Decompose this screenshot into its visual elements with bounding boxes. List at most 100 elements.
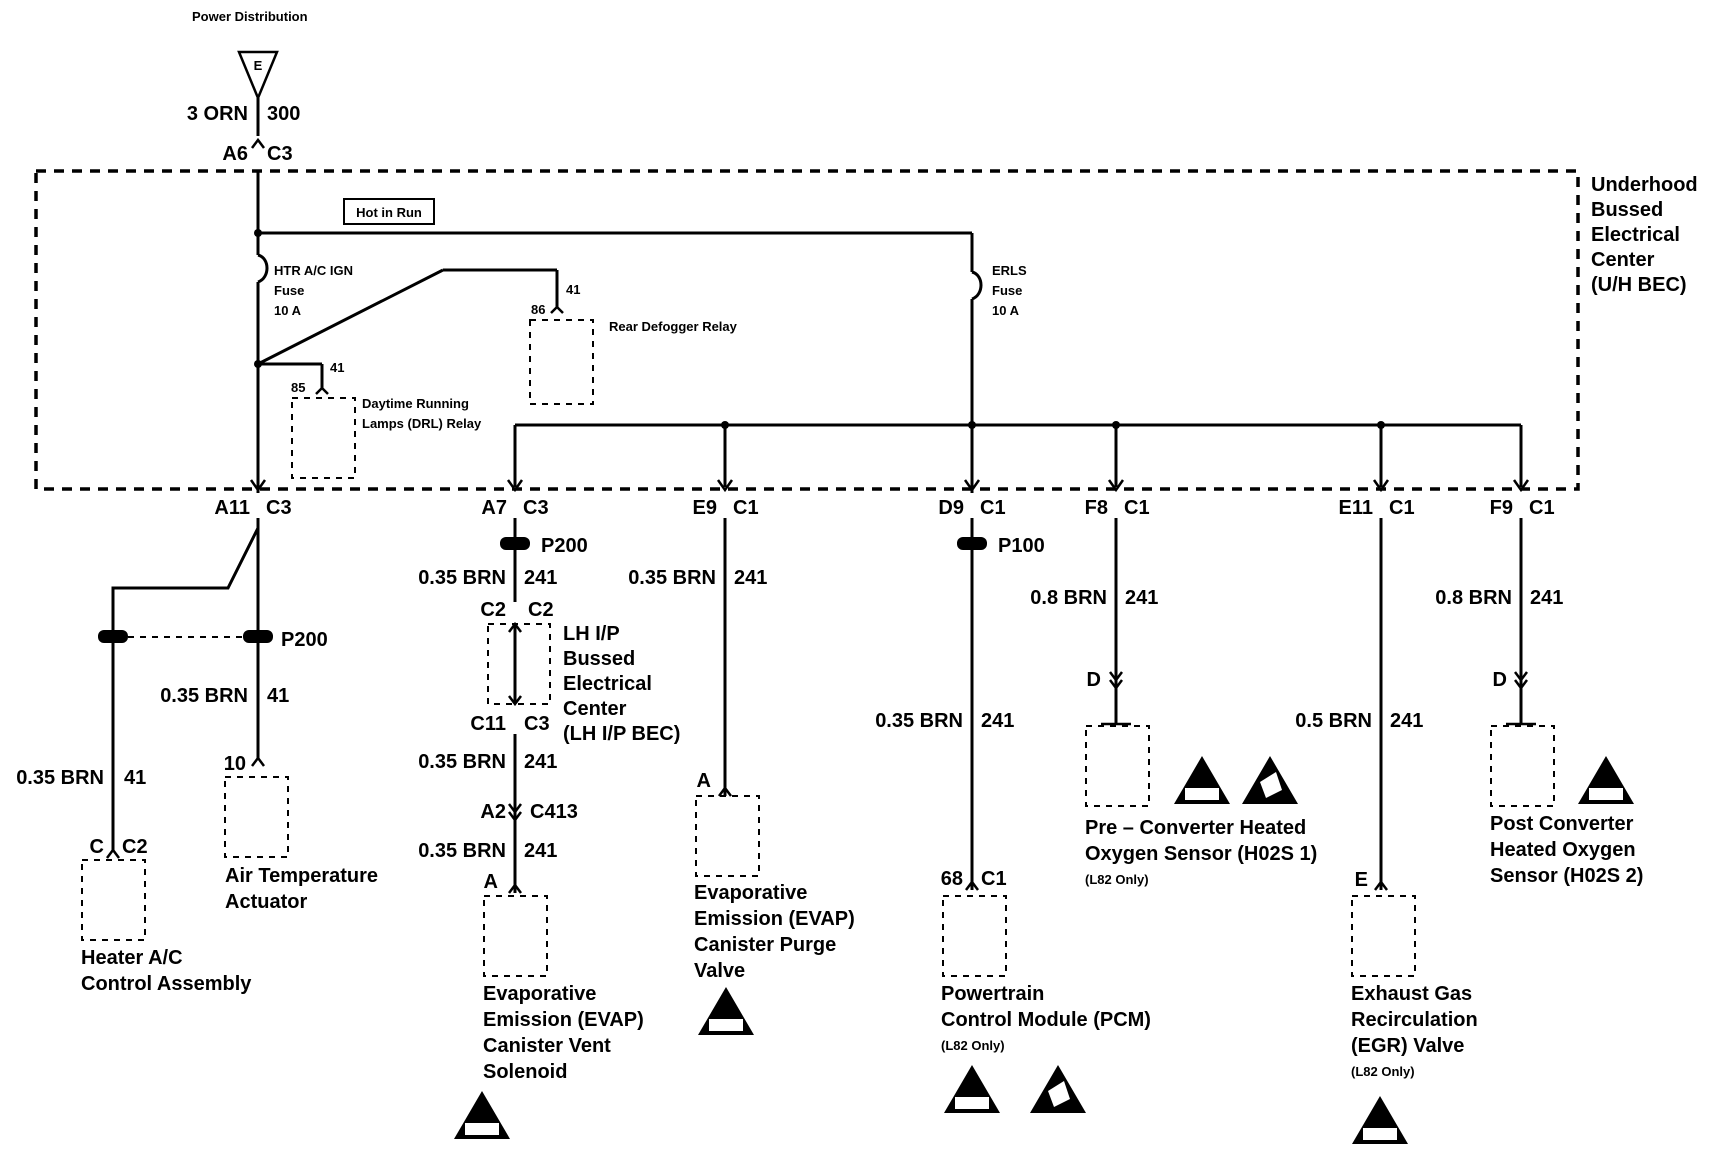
erls-fuse-symbol (971, 270, 983, 301)
c413-conn: C413 (530, 801, 578, 823)
ho2s1-wire: 0.8 BRN (1030, 587, 1107, 609)
out-conn-f8: C1 (1124, 497, 1150, 519)
heater-ac-control-box (81, 859, 146, 941)
power-circuit: 300 (267, 103, 300, 125)
lhbec-out-conn: C3 (524, 713, 550, 735)
pcm-box (942, 895, 1007, 977)
erls-fuse-label: ERLS Fuse 10 A (992, 263, 1030, 318)
ho2s2-branch: 0.8 BRN 241 D Post Converter Heated Oxyg… (1435, 518, 1643, 887)
pcm-pin: 68 (941, 868, 963, 890)
heater-ac-control-label: Heater A/C Control Assembly (81, 947, 252, 995)
ho2s2-pin: D (1493, 669, 1507, 691)
out-conn-a11: C3 (266, 497, 292, 519)
output-connectors: A11 C3 A7 C3 E9 C1 D9 C1 F8 C1 E11 C1 F9… (214, 497, 1554, 519)
evap-wire3: 0.35 BRN (418, 840, 506, 862)
out-conn-e9: C1 (733, 497, 759, 519)
drl-relay-box (291, 397, 356, 479)
lhbec-top-right: C2 (528, 599, 554, 621)
ho2s1-box (1085, 725, 1150, 807)
heater-branch: P200 0.35 BRN 41 0.35 BRN 41 10 Air Temp… (16, 518, 384, 995)
out-pin-a7: A7 (481, 497, 507, 519)
air-temp-actuator-box (224, 776, 289, 858)
air-temp-actuator-label: Air Temperature Actuator (225, 865, 384, 913)
evap-circuit3: 241 (524, 840, 557, 862)
ho2s1-label: Pre – Converter Heated Oxygen Sensor (H0… (1085, 817, 1317, 865)
rear-defogger-relay-box (529, 319, 594, 405)
pcm-note: (L82 Only) (941, 1038, 1005, 1053)
lhbec-out-pin: C11 (470, 713, 506, 735)
egr-note: (L82 Only) (1351, 1064, 1415, 1079)
purge-wire: 0.35 BRN (628, 567, 716, 589)
evap-vent-branch: P200 0.35 BRN 241 C2 C2 LH I/P Bussed El… (418, 518, 680, 1139)
out-pin-e11: E11 (1339, 497, 1373, 519)
lh-ip-bec-box (487, 623, 551, 705)
lh-ip-bec-label: LH I/P Bussed Electrical Center (LH I/P … (563, 623, 680, 745)
purge-circuit: 241 (734, 567, 767, 589)
evap-wire2: 0.35 BRN (418, 751, 506, 773)
htr-fuse-symbol (257, 253, 269, 284)
lhbec-top-left: C2 (480, 599, 506, 621)
pcm-esd-icon (1030, 1065, 1086, 1113)
pcm-circuit: 241 (981, 710, 1014, 732)
egr-label: Exhaust Gas Recirculation (EGR) Valve (1351, 983, 1483, 1057)
underhood-bec: Underhood Bussed Electrical Center (U/H … (34, 169, 1703, 493)
evap-circuit1: 241 (524, 567, 557, 589)
ho2s2-circuit: 241 (1530, 587, 1563, 609)
evap-purge-valve-box (695, 795, 760, 877)
out-pin-f8: F8 (1085, 497, 1108, 519)
purge-pin: A (697, 770, 711, 792)
out-pin-f9: F9 (1490, 497, 1513, 519)
heater-wire-a: 0.35 BRN (16, 767, 104, 789)
splice-p200-evap (500, 537, 530, 550)
evap-vent-solenoid-label: Evaporative Emission (EVAP) Canister Ven… (483, 983, 649, 1083)
evap-purge-valve-label: Evaporative Emission (EVAP) Canister Pur… (694, 882, 860, 982)
out-conn-d9: C1 (980, 497, 1006, 519)
ho2s1-pin: D (1087, 669, 1101, 691)
pcm-branch: P100 0.35 BRN 241 68 C1 Powertrain Contr… (875, 518, 1151, 1113)
bec-name: Underhood Bussed Electrical Center (U/H … (1591, 174, 1703, 296)
power-conn-pin: A6 (222, 143, 248, 165)
splice-p200-heater (243, 630, 273, 643)
ho2s1-obd-icon (1174, 756, 1230, 804)
pcm-obd-icon (944, 1065, 1000, 1113)
power-wire-gauge: 3 ORN (187, 103, 248, 125)
ho2s2-obd-icon (1578, 756, 1634, 804)
egr-pin: E (1355, 869, 1368, 891)
evap-splice-label: P200 (541, 535, 588, 557)
evap-wire1: 0.35 BRN (418, 567, 506, 589)
drl-relay-label: Daytime Running Lamps (DRL) Relay (362, 396, 482, 431)
out-pin-a11: A11 (214, 497, 250, 519)
out-conn-e11: C1 (1389, 497, 1415, 519)
egr-branch: 0.5 BRN 241 E Exhaust Gas Recirculation … (1295, 518, 1483, 1144)
splice-left (98, 630, 128, 643)
out-conn-a7: C3 (523, 497, 549, 519)
evap-vent-solenoid-box (483, 895, 548, 977)
drl-pin85: 85 (291, 380, 305, 395)
ho2s2-label: Post Converter Heated Oxygen Sensor (H02… (1490, 813, 1643, 887)
ho2s2-wire: 0.8 BRN (1435, 587, 1512, 609)
heater-circuit-b: 41 (267, 685, 289, 707)
hot-in-run-box (343, 198, 435, 225)
evap-vent-obd-icon (454, 1091, 510, 1139)
power-conn-id: C3 (267, 143, 293, 165)
ho2s1-branch: 0.8 BRN 241 D Pre – Converter Heated Oxy… (1030, 518, 1317, 887)
defog-pin41: 41 (566, 282, 580, 297)
heater-conn: C2 (122, 836, 148, 858)
pcm-wire: 0.35 BRN (875, 710, 963, 732)
power-title: Power Distribution (192, 9, 308, 24)
power-source: Power Distribution E 3 ORN 300 A6 C3 (187, 9, 308, 165)
egr-box (1351, 895, 1416, 977)
rear-defogger-relay-label: Rear Defogger Relay (609, 319, 738, 334)
drl-pin41: 41 (330, 360, 344, 375)
egr-wire: 0.5 BRN (1295, 710, 1372, 732)
ho2s2-box (1490, 725, 1555, 807)
pcm-label: Powertrain Control Module (PCM) (941, 983, 1151, 1031)
pcm-splice-label: P100 (998, 535, 1045, 557)
heater-splice-label: P200 (281, 629, 328, 651)
bec-boundary (34, 169, 1580, 491)
ho2s1-note: (L82 Only) (1085, 872, 1149, 887)
egr-circuit: 241 (1390, 710, 1423, 732)
actuator-pin: 10 (224, 753, 246, 775)
out-pin-d9: D9 (938, 497, 964, 519)
out-conn-f9: C1 (1529, 497, 1555, 519)
